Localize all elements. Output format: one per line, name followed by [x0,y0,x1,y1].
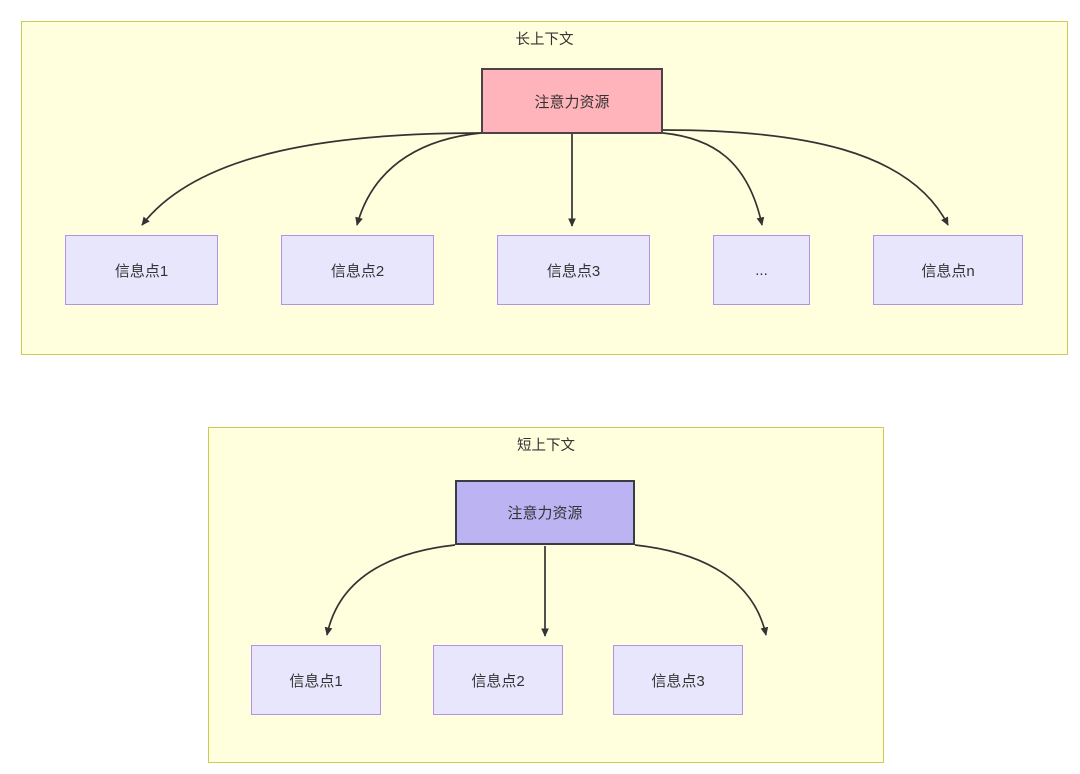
node-label: 注意力资源 [507,505,583,522]
node-label: 信息点3 [546,262,601,280]
node-label: 信息点3 [651,672,705,690]
node-short-context-attention-resource[interactable]: 注意力资源 [455,480,635,545]
node-long-context-info-n[interactable]: 信息点n [873,235,1023,305]
node-label: 信息点2 [471,672,525,690]
node-label: 信息点n [921,262,975,280]
node-long-context-info-ellipsis[interactable]: ... [713,235,810,305]
group-short-context-title: 短上下文 [517,438,575,454]
node-long-context-attention-resource[interactable]: 注意力资源 [481,68,663,134]
node-label: 信息点1 [289,672,343,690]
node-long-context-info-1[interactable]: 信息点1 [65,235,218,305]
node-short-context-info-2[interactable]: 信息点2 [433,645,563,715]
node-short-context-info-1[interactable]: 信息点1 [251,645,381,715]
node-label: 信息点1 [114,262,169,280]
group-long-context-title: 长上下文 [515,32,574,48]
node-label: ... [755,261,768,279]
node-short-context-info-3[interactable]: 信息点3 [613,645,743,715]
node-long-context-info-2[interactable]: 信息点2 [281,235,434,305]
node-label: 信息点2 [330,262,385,280]
node-long-context-info-3[interactable]: 信息点3 [497,235,650,305]
node-label: 注意力资源 [534,93,610,111]
